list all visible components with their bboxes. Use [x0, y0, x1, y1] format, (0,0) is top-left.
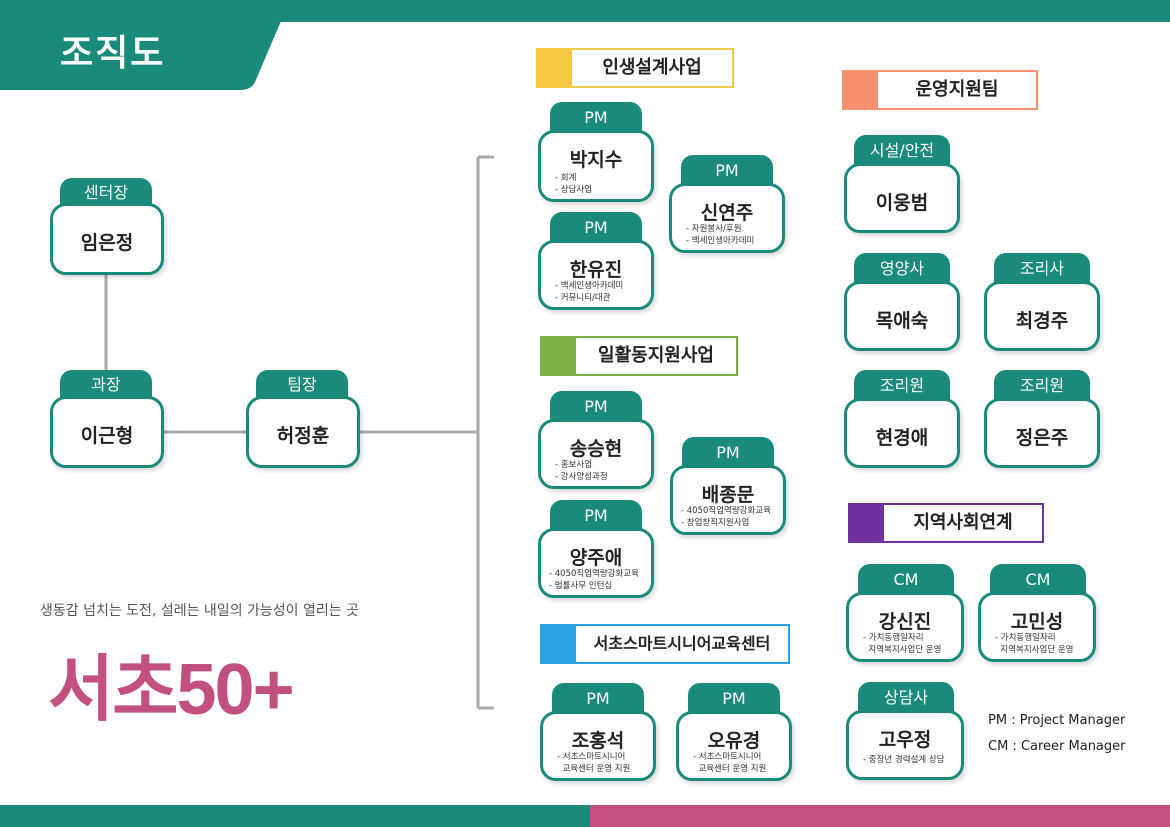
node-name: 임은정 [80, 232, 134, 254]
node-name: 이웅범 [875, 192, 929, 214]
node-name: 양주애 [569, 547, 623, 569]
node-name: 고우정 [878, 729, 932, 751]
section-swatch [844, 72, 878, 108]
legend-cm: CM : Career Manager [988, 739, 1126, 754]
node-desc-line: - 4050직업역량강화교육 [549, 569, 639, 579]
section-swatch [542, 338, 576, 374]
section-swatch [542, 626, 576, 662]
node-name: 조홍석 [571, 730, 625, 752]
node-role: CM [858, 564, 954, 596]
brand-logo: 서초50+ [48, 650, 295, 730]
node-desc-line: 교육센터 운영 지원 [557, 763, 631, 774]
section-label: 서초스마트시니어교육센터 [593, 634, 771, 653]
node-desc-line: 지역복지사업단 운영 [995, 644, 1074, 655]
node-role: 조리사 [994, 253, 1090, 285]
node-name: 송승현 [569, 438, 623, 460]
node-role: 시설/안전 [854, 135, 950, 167]
section-edu-center: 서초스마트시니어교육센터 [540, 624, 790, 664]
node-role: 과장 [60, 370, 152, 400]
node-name: 강신진 [878, 611, 932, 633]
node-desc-line: - 자원봉사/후원 [686, 224, 742, 234]
slogan-text: 생동감 넘치는 도전, 설레는 내일의 가능성이 열리는 곳 [40, 603, 359, 619]
section-label: 지역사회연계 [913, 512, 1013, 533]
section-community: 지역사회연계 [848, 503, 1044, 543]
node-role: 상담사 [858, 682, 954, 714]
node-desc-line: - 법률사무 인턴십 [549, 580, 613, 591]
node-role: 영양사 [854, 253, 950, 285]
node-desc-line: - 백세인생아카데미 [555, 281, 624, 291]
node-desc-line: - 가치동행일자리 [995, 633, 1056, 643]
node-name: 한유진 [569, 259, 623, 281]
node-name: 배종문 [701, 484, 755, 506]
node-name: 허정훈 [276, 425, 330, 447]
node-role: CM [990, 564, 1086, 596]
bottom-bar-teal [0, 805, 590, 827]
node-role: PM [550, 391, 642, 423]
section-swatch [538, 50, 572, 86]
node-name: 정은주 [1015, 427, 1069, 449]
node-name: 고민성 [1010, 611, 1064, 633]
section-ops-support: 운영지원팀 [842, 70, 1038, 110]
node-role: PM [552, 683, 644, 715]
node-desc-line: - 홍보사업 [555, 460, 593, 470]
section-work-support: 일활동지원사업 [540, 336, 738, 376]
node-desc-line: 교육센터 운영 지원 [693, 763, 767, 774]
title-banner [0, 0, 290, 90]
node-name: 이근형 [80, 425, 134, 447]
node-desc-line: - 서초스마트시니어 [693, 752, 762, 762]
node-role: 조리원 [854, 370, 950, 402]
node-role: PM [682, 437, 774, 469]
section-swatch [850, 505, 884, 541]
node-desc-line: - 서초스마트시니어 [557, 752, 626, 762]
node-desc-line: - 상담사업 [555, 184, 593, 195]
node-name: 최경주 [1015, 310, 1069, 332]
node-name: 현경애 [875, 427, 929, 449]
node-desc-line: - 창업창직지원사업 [681, 517, 750, 528]
node-role: PM [550, 212, 642, 244]
node-role: PM [688, 683, 780, 715]
node-desc-line: 지역복지사업단 운영 [863, 644, 942, 655]
section-label: 일활동지원사업 [598, 345, 714, 366]
section-label: 운영지원팀 [915, 79, 999, 100]
legend-pm: PM : Project Manager [988, 713, 1126, 728]
section-label: 인생설계사업 [602, 57, 702, 78]
bottom-bar-pink [590, 805, 1170, 827]
node-desc-line: - 가치동행일자리 [863, 633, 924, 643]
node-desc-line: - 강사양성과정 [555, 471, 608, 482]
node-desc-line: - 커뮤니티/대관 [555, 292, 611, 303]
section-life-design: 인생설계사업 [536, 48, 734, 88]
node-desc-line: - 백세인생아카데미 [686, 235, 755, 246]
node-desc-line: - 4050직업역량강화교육 [681, 506, 771, 516]
node-role: PM [550, 500, 642, 532]
node-role: 조리원 [994, 370, 1090, 402]
node-name: 신연주 [700, 202, 754, 224]
node-role: 팀장 [256, 370, 348, 400]
node-role: PM [681, 155, 773, 187]
node-name: 박지수 [569, 149, 623, 171]
page-title: 조직도 [60, 33, 166, 74]
node-name: 오유경 [707, 730, 761, 752]
node-role: PM [550, 102, 642, 134]
top-bar [0, 0, 1170, 22]
node-name: 목애숙 [875, 310, 929, 332]
node-desc-line: - 회계 [555, 173, 577, 183]
node-desc-line: - 중장년 경력설계 상담 [863, 755, 945, 765]
